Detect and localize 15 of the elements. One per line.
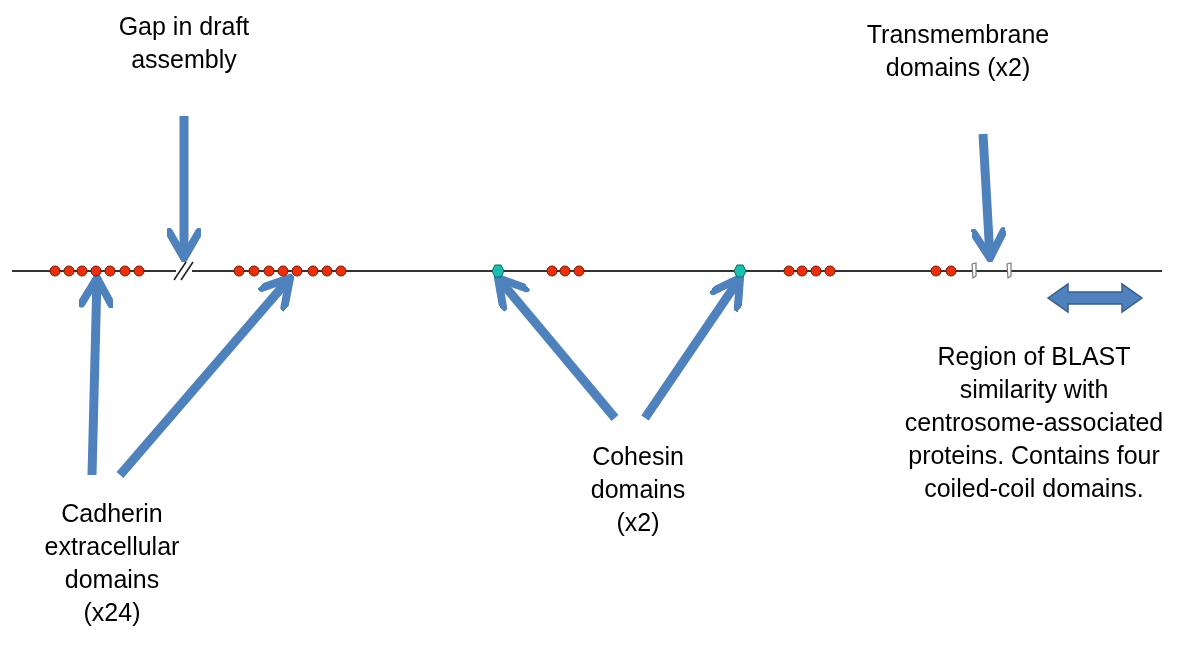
callout-label: Transmembrane domains (x2) [863,18,1053,84]
callout-label: Region of BLAST similarity with centrosome-associated proteins. Contains four coiled-coil domains. [898,340,1170,505]
callout-label: Gap in draft assembly [89,10,279,76]
arrow [165,116,203,262]
arrow [77,274,116,476]
arrow [494,274,619,421]
arrow [116,274,294,478]
callout-label: Cohesin domains (x2) [578,440,698,539]
arrow [969,133,1008,262]
callout-label: Cadherin extracellular domains (x24) [34,497,190,629]
hexagon-marker [733,264,747,278]
dot-cluster [48,264,146,278]
dot-cluster [232,264,348,278]
hexagon-marker [491,264,505,278]
arrow [641,274,744,421]
